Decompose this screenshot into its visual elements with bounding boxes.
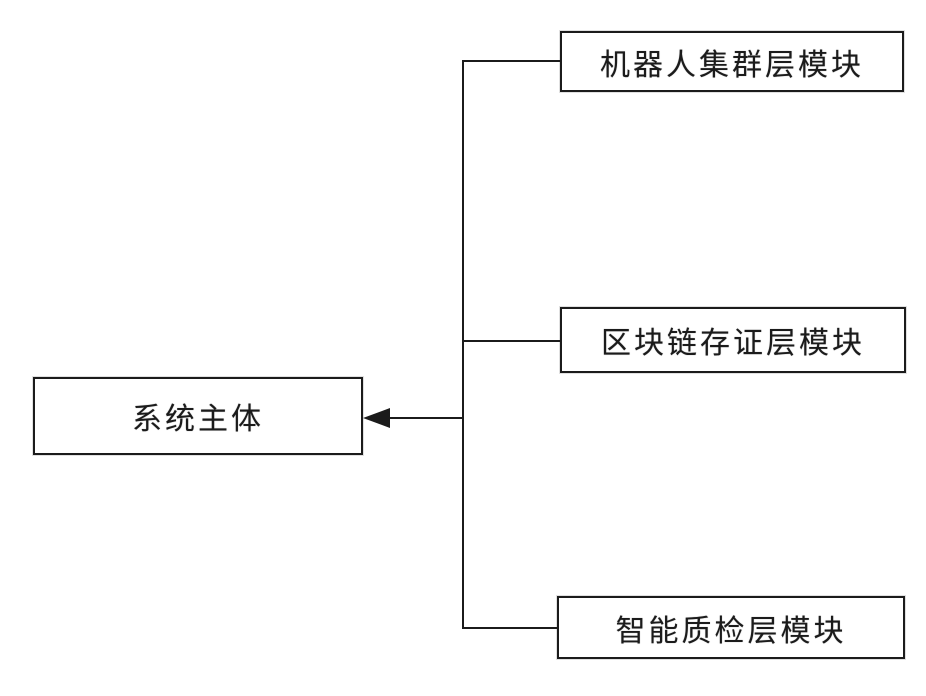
connector-trunk-line	[462, 60, 464, 629]
node-intelligent-qc-layer-label: 智能质检层模块	[615, 613, 847, 649]
node-robot-cluster-layer: 机器人集群层模块	[560, 31, 904, 92]
node-system-main-label: 系统主体	[132, 402, 264, 437]
node-blockchain-evidence-layer: 区块链存证层模块	[560, 307, 906, 373]
connector-branch-top-line	[462, 60, 562, 62]
node-blockchain-evidence-layer-label: 区块链存证层模块	[601, 326, 865, 361]
node-intelligent-qc-layer: 智能质检层模块	[557, 596, 905, 659]
connector-branch-middle-line	[462, 340, 562, 342]
node-system-main: 系统主体	[33, 377, 363, 455]
left-arrowhead-icon	[363, 408, 390, 428]
arrow-shaft-line	[387, 417, 464, 419]
node-robot-cluster-layer-label: 机器人集群层模块	[600, 47, 864, 83]
connector-branch-bottom-line	[462, 627, 559, 629]
